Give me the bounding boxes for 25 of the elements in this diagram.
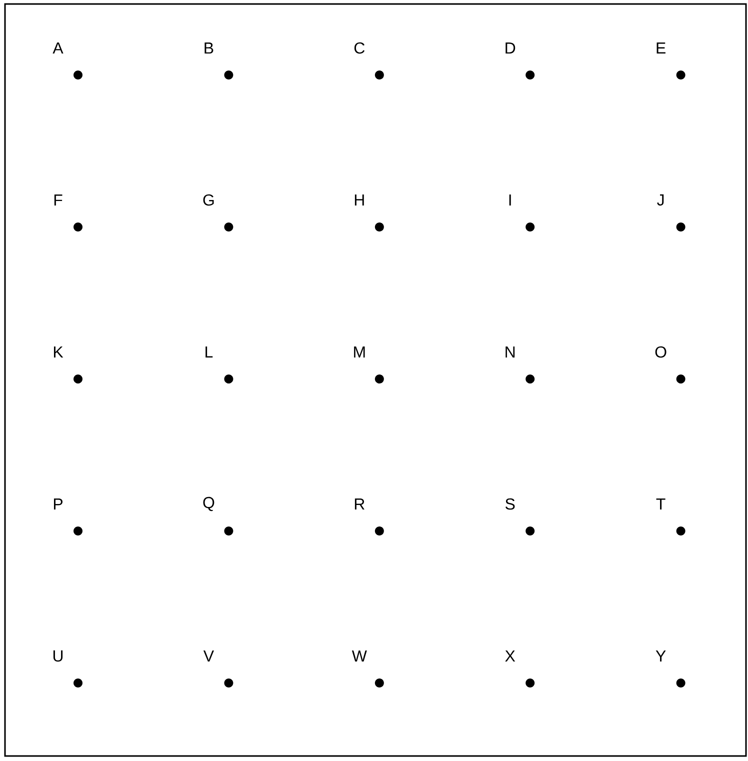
point-label: A (52, 42, 64, 54)
point-label: N (506, 346, 515, 358)
point-label: H (354, 194, 364, 206)
point-label: J (657, 194, 664, 206)
point-label: Q (203, 496, 214, 512)
point-label: K (54, 346, 64, 358)
point-label: P (54, 498, 62, 510)
point-label: V (203, 650, 214, 662)
point-label: L (206, 346, 213, 358)
point-label: R (354, 498, 364, 510)
point-label: O (655, 346, 666, 358)
point-label: I (509, 194, 511, 206)
point-label: T (656, 498, 666, 510)
point-label: G (203, 194, 214, 206)
point-label: W (352, 650, 367, 662)
point-label: X (505, 650, 516, 662)
point-label: M (354, 346, 365, 358)
point-label: S (506, 498, 515, 510)
point-label: B (204, 42, 214, 54)
point-label: D (506, 42, 516, 54)
point-label: F (54, 194, 62, 206)
point-label: C (354, 42, 365, 54)
point-label: E (656, 42, 666, 54)
point-label: Y (656, 650, 666, 662)
point-label: U (53, 650, 63, 662)
